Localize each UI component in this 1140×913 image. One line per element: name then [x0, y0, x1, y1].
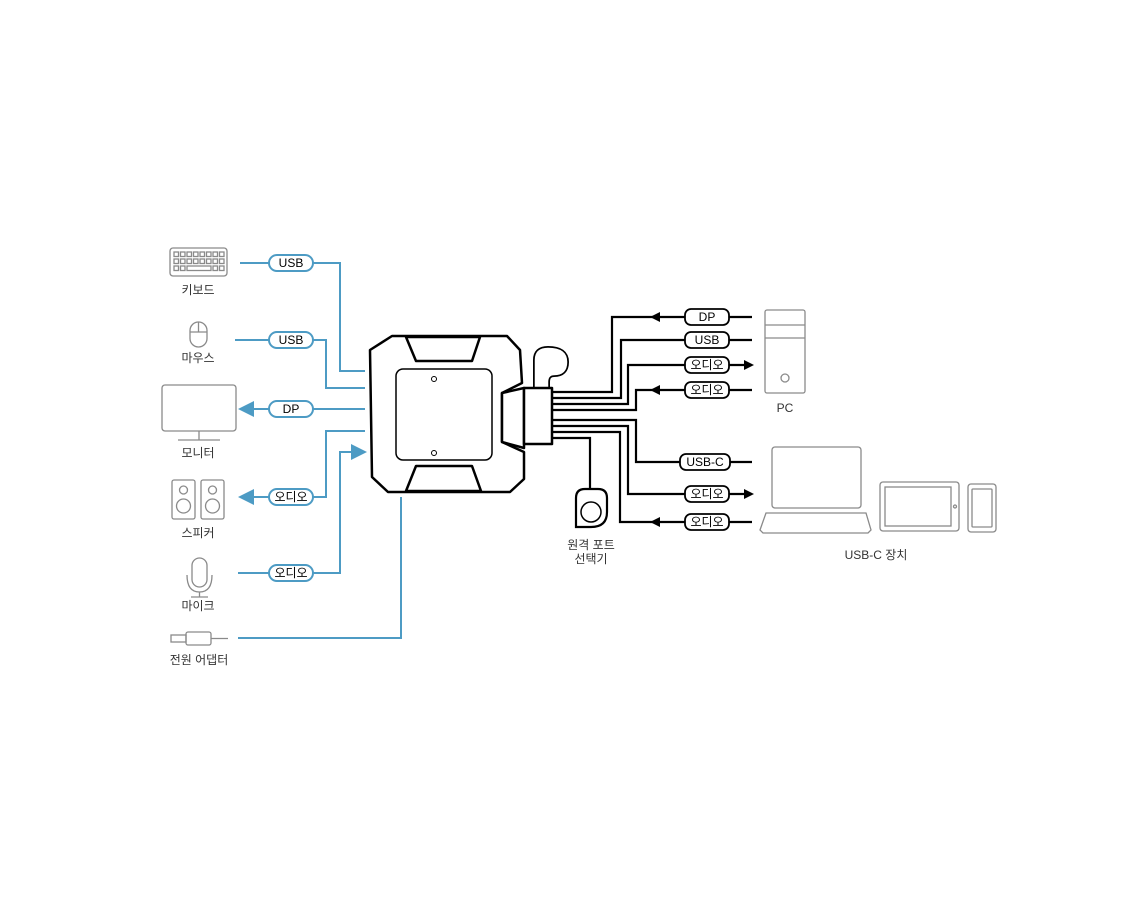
- key: [173, 258, 180, 265]
- pill-pc-audio-out: 오디오: [684, 356, 730, 374]
- monitor-icon: [161, 384, 237, 441]
- kvm-switch-device: [368, 334, 569, 494]
- svg-text:DP: DP: [283, 402, 300, 416]
- key: [212, 251, 219, 258]
- key: [192, 258, 199, 265]
- pc-tower-icon: [764, 309, 806, 394]
- svg-text:USB-C: USB-C: [686, 455, 724, 469]
- svg-text:오디오: 오디오: [274, 490, 307, 504]
- key: [192, 251, 199, 258]
- remote-port-selector-icon: [574, 487, 609, 529]
- spacebar-key: [186, 265, 212, 272]
- pill-pc-dp: DP: [684, 308, 730, 326]
- key: [212, 265, 219, 272]
- svg-text:오디오: 오디오: [690, 358, 723, 372]
- key: [199, 251, 206, 258]
- pill-usbc-audio-in: 오디오: [684, 513, 730, 531]
- svg-text:오디오: 오디오: [690, 515, 723, 529]
- remote-label-line2: 선택기: [574, 552, 607, 566]
- pill-usbc-audio-out: 오디오: [684, 485, 730, 503]
- svg-text:오디오: 오디오: [690, 487, 723, 501]
- svg-text:오디오: 오디오: [274, 566, 307, 580]
- pill-pc-audio-in: 오디오: [684, 381, 730, 399]
- mouse-label: 마우스: [181, 351, 214, 365]
- key: [173, 251, 180, 258]
- keyboard-icon: [169, 247, 228, 277]
- key: [186, 251, 193, 258]
- pill-speakers-audio: 오디오: [268, 488, 314, 506]
- phone-icon: [967, 483, 997, 533]
- svg-text:USB: USB: [279, 256, 304, 270]
- key: [179, 265, 186, 272]
- microphone-label: 마이크: [181, 599, 214, 613]
- key: [186, 258, 193, 265]
- key: [205, 258, 212, 265]
- microphone-icon: [186, 557, 213, 598]
- svg-text:USB: USB: [279, 333, 304, 347]
- pc-label: PC: [777, 401, 794, 415]
- key: [179, 258, 186, 265]
- keyboard-label: 키보드: [181, 283, 214, 297]
- pill-pc-usb: USB: [684, 331, 730, 349]
- pill-usbc: USB-C: [679, 453, 731, 471]
- key: [218, 265, 225, 272]
- pill-keyboard-usb: USB: [268, 254, 314, 272]
- key: [199, 258, 206, 265]
- speakers-icon: [171, 479, 225, 520]
- key: [218, 258, 225, 265]
- speakers-label: 스피커: [181, 526, 214, 540]
- pill-microphone-audio: 오디오: [268, 564, 314, 582]
- key: [205, 251, 212, 258]
- key: [212, 258, 219, 265]
- svg-text:오디오: 오디오: [690, 383, 723, 397]
- key: [173, 265, 180, 272]
- pill-mouse-usb: USB: [268, 331, 314, 349]
- laptop-icon: [759, 446, 872, 534]
- tablet-icon: [879, 481, 960, 532]
- power-adapter-icon: [170, 631, 228, 646]
- mouse-icon: [189, 321, 208, 348]
- power-adapter-label: 전원 어댑터: [170, 653, 229, 667]
- key: [218, 251, 225, 258]
- usbc-devices-label: USB-C 장치: [845, 548, 908, 562]
- svg-text:DP: DP: [699, 310, 716, 324]
- key: [179, 251, 186, 258]
- pill-monitor-dp: DP: [268, 400, 314, 418]
- remote-label-line1: 원격 포트: [567, 538, 615, 552]
- svg-text:USB: USB: [695, 333, 720, 347]
- monitor-label: 모니터: [181, 446, 214, 460]
